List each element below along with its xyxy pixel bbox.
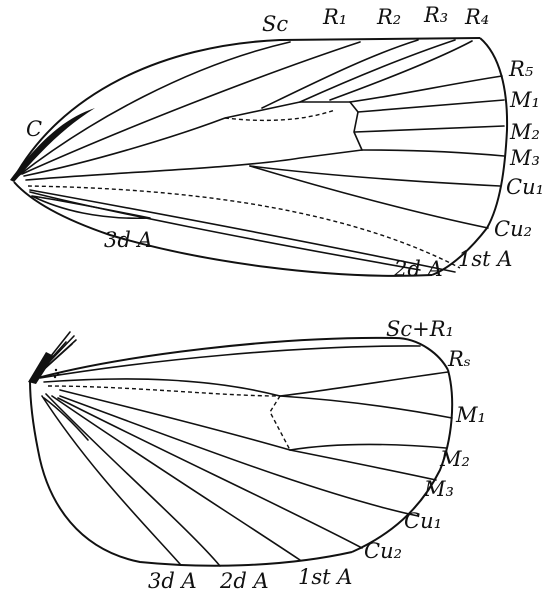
forewing-inner-margin: [13, 181, 433, 277]
vein-cu2-hind: [57, 397, 363, 549]
forewing-costal-margin: [13, 37, 481, 179]
label-r3: R₃: [423, 3, 448, 27]
vein-2a: [29, 191, 421, 271]
label-3a-hind: 3d A: [148, 569, 197, 593]
hindwing: Sc+R₁ Rₛ M₁ M₂ M₃ Cu₁ Cu₂ 1st A 2d A 3d …: [28, 317, 486, 593]
vein-cell-lower: [25, 149, 363, 181]
label-rs: Rₛ: [447, 347, 471, 371]
vein-3a-hind: [41, 395, 181, 565]
label-cu2: Cu₂: [494, 217, 532, 241]
vein-r5: [349, 75, 503, 103]
label-sc: Sc: [262, 12, 288, 36]
vein-m2-hind: [289, 443, 447, 451]
vein-m1-hind: [279, 395, 453, 419]
forewing: Sc R₁ R₂ R₃ R₄ R₅ M₁ M₂ M₃ Cu₁ Cu₂ 1st A…: [10, 3, 544, 281]
vein-sc: [17, 41, 291, 177]
label-r5: R₅: [508, 57, 534, 81]
label-m1: M₁: [509, 88, 540, 112]
label-1a: 1st A: [458, 247, 512, 271]
label-m1-hind: M₁: [455, 403, 486, 427]
label-m2: M₂: [509, 120, 540, 144]
label-cu1: Cu₁: [506, 175, 544, 199]
vein-m-dashed-hind: [47, 385, 281, 397]
label-r4: R₄: [464, 5, 489, 29]
label-sc-r1: Sc+R₁: [386, 317, 454, 341]
label-cu1-hind: Cu₁: [404, 509, 442, 533]
vein-r3: [299, 39, 456, 103]
label-m2-hind: M₂: [439, 447, 470, 471]
vein-2a-hind: [45, 393, 221, 567]
label-2a-hind: 2d A: [219, 569, 269, 593]
label-m3-hind: M₃: [423, 477, 454, 501]
forewing-apex-outer-margin: [431, 37, 509, 276]
vein-1a: [29, 189, 456, 273]
vein-sc-r1: [39, 345, 421, 379]
vein-cu1: [249, 165, 501, 187]
vein-m2: [354, 125, 505, 133]
label-1a-hind: 1st A: [298, 565, 352, 589]
label-m3: M₃: [509, 146, 540, 170]
vein-cell-close: [349, 101, 363, 151]
vein-cell-dashed-hind: [269, 395, 291, 451]
vein-cell-lower-hind: [59, 389, 291, 451]
vein-cu2: [249, 165, 489, 229]
vein-r-stem: [23, 101, 351, 177]
label-2a: 2d A: [393, 257, 443, 281]
vein-anal-fold: [43, 397, 89, 441]
vein-rs: [43, 371, 449, 397]
label-cu2-hind: Cu₂: [364, 539, 402, 563]
label-r1: R₁: [322, 5, 347, 29]
vein-r2: [261, 39, 419, 109]
frenulum: [28, 331, 77, 384]
vein-cell-dashed: [224, 109, 336, 122]
vein-3a: [31, 195, 151, 220]
vein-1a-hind: [51, 395, 301, 561]
vein-r1: [21, 41, 361, 175]
vein-m-dashed: [27, 185, 461, 269]
vein-r4: [329, 40, 473, 101]
hindwing-inner-margin: [29, 379, 353, 567]
vein-cu1-hind: [59, 395, 419, 517]
label-c: C: [26, 117, 42, 141]
label-r2: R₂: [376, 5, 401, 29]
vein-m3: [361, 149, 505, 157]
vein-m1: [357, 99, 505, 113]
label-3a: 3d A: [104, 228, 153, 252]
hindwing-costal-margin: [29, 336, 449, 381]
forewing-costa-base: [10, 108, 95, 182]
vein-m3-hind: [289, 449, 437, 481]
hindwing-outer-margin: [351, 369, 454, 553]
